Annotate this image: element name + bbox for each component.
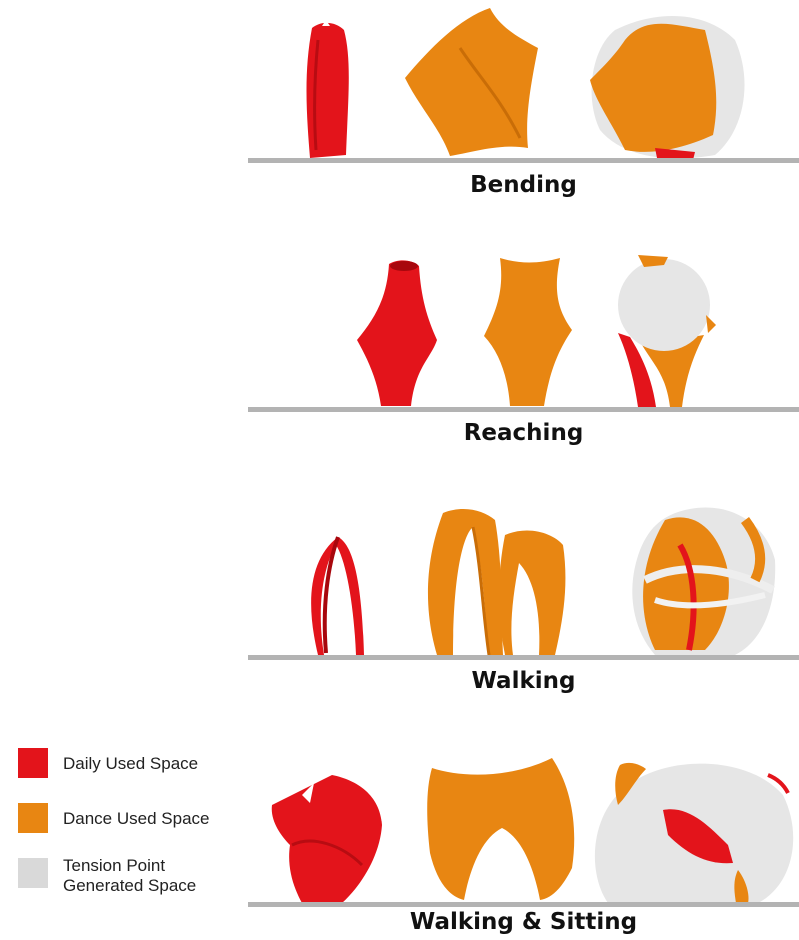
row-label: Bending bbox=[248, 172, 799, 198]
legend-swatch-dance bbox=[18, 803, 48, 833]
legend-label: Daily Used Space bbox=[63, 754, 263, 774]
legend-label: Tension Point Generated Space bbox=[63, 856, 208, 896]
dance-space-form bbox=[422, 758, 580, 903]
row-label: Walking bbox=[248, 668, 799, 694]
daily-space-form bbox=[262, 775, 387, 905]
combined-space-form bbox=[588, 755, 799, 905]
daily-space-form bbox=[300, 20, 360, 160]
ground-line bbox=[248, 902, 799, 907]
ground-line bbox=[248, 407, 799, 412]
dance-space-form bbox=[400, 8, 540, 158]
combined-space-form bbox=[625, 500, 780, 657]
ground-line bbox=[248, 158, 799, 163]
row-label: Walking & Sitting bbox=[248, 909, 799, 935]
daily-space-form bbox=[355, 258, 445, 408]
combined-space-form bbox=[608, 255, 720, 410]
combined-space-form bbox=[585, 10, 750, 160]
legend-swatch-tension bbox=[18, 858, 48, 888]
legend-label: Dance Used Space bbox=[63, 809, 263, 829]
daily-space-form bbox=[298, 535, 373, 657]
legend-swatch-daily bbox=[18, 748, 48, 778]
dance-space-form bbox=[423, 505, 573, 657]
ground-line bbox=[248, 655, 799, 660]
row-label: Reaching bbox=[248, 420, 799, 446]
dance-space-form bbox=[480, 258, 580, 408]
